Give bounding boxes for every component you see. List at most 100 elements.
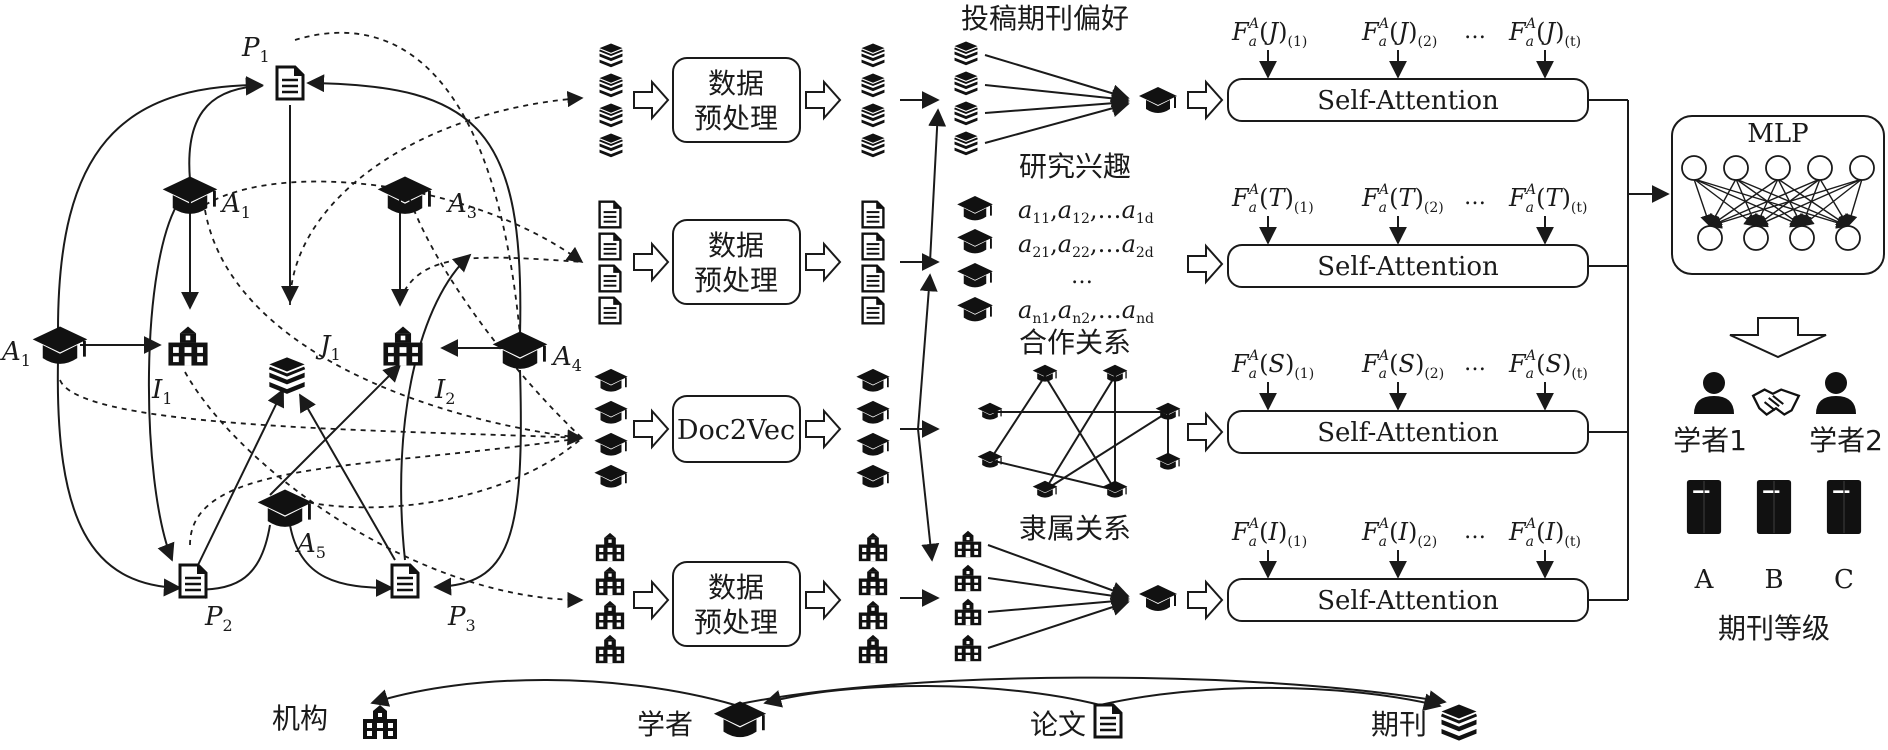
mlp-neuron — [1835, 225, 1861, 251]
edge-p3-j1 — [299, 393, 396, 561]
fat-arrow — [805, 79, 842, 121]
scholar-icon — [855, 464, 891, 489]
dash-a1b-scholars — [204, 209, 583, 439]
edge-a1-p1 — [57, 76, 264, 331]
attention-input-label: FaA(T)(t) — [1508, 182, 1587, 216]
mlp-neuron — [1789, 225, 1815, 251]
attention-input-label: FaA(S)(1) — [1231, 348, 1314, 382]
journal-icon — [267, 355, 307, 395]
scholar-icon — [161, 175, 219, 216]
handshake-icon — [1751, 388, 1801, 416]
paper-icon — [178, 563, 208, 599]
journal-grade-icon — [1826, 478, 1862, 536]
mlp-connection — [1735, 178, 1804, 227]
edge-a4-p1 — [306, 74, 522, 336]
attention-input-label: FaA(T)(1) — [1231, 182, 1314, 216]
attention-ellipsis: … — [1464, 351, 1486, 376]
node-label-a1: A1 — [0, 337, 31, 370]
scholar-icon — [376, 175, 434, 216]
journal-icon — [860, 102, 886, 128]
edge-a4-p3 — [433, 369, 522, 596]
mlp-connection — [1708, 178, 1821, 228]
person-icon — [1694, 372, 1734, 414]
attention-input-label: FaA(I)(t) — [1508, 516, 1581, 550]
paper-icon — [861, 264, 885, 293]
mlp-box — [1671, 115, 1885, 275]
attention-input-label: FaA(I)(2) — [1361, 516, 1437, 550]
paper-icon — [275, 65, 305, 101]
journal-icon — [860, 42, 886, 68]
journal-icon — [598, 72, 624, 98]
fan-arrows — [900, 91, 947, 607]
scholar-icon — [31, 325, 89, 366]
preprocess-label: 预处理 — [694, 102, 778, 135]
attention-input-label: FaA(S)(2) — [1361, 348, 1444, 382]
feature-title-collaboration: 合作关系 — [1019, 326, 1131, 359]
mlp-connection — [1801, 178, 1863, 227]
paper-icon — [598, 264, 622, 293]
mlp-block: MLP — [1671, 115, 1885, 275]
node-label-a4: A4 — [551, 342, 582, 375]
institution-icon — [168, 326, 208, 366]
attention-row-j: Self-AttentionFaA(J)(1)FaA(J)(2)FaA(J)(t… — [1227, 16, 1589, 122]
scholar-icon — [855, 368, 891, 393]
preprocess-box — [672, 561, 801, 647]
mlp-connection — [1777, 178, 1850, 227]
feature-title-journal-pref: 投稿期刊偏好 — [961, 2, 1129, 35]
edge-a5-p3 — [289, 524, 394, 597]
attention-input-label: FaA(J)(1) — [1231, 16, 1307, 50]
mlp-neuron — [1765, 155, 1791, 181]
journal-icon — [860, 132, 886, 158]
dash-i2-papers — [399, 256, 583, 301]
arrow — [984, 94, 1130, 114]
attention-rows: Self-AttentionFaA(J)(1)FaA(J)(2)FaA(J)(t… — [1227, 16, 1589, 622]
institution-icon — [595, 566, 625, 596]
edge-p2-j1 — [197, 388, 285, 566]
doc2vec-label: Doc2Vec — [677, 415, 795, 446]
collaboration-graph — [989, 375, 1169, 491]
scholar-icon — [956, 195, 994, 222]
node-label-p2: P2 — [204, 602, 233, 635]
dash-a1-scholars — [59, 379, 584, 446]
attention-input-label: FaA(T)(2) — [1361, 182, 1444, 216]
journal-icon — [598, 132, 624, 158]
arrow — [984, 54, 1130, 102]
journal-icon — [953, 130, 979, 156]
arrow — [917, 273, 938, 430]
arrow — [987, 544, 1130, 599]
institution-icon — [595, 532, 625, 562]
dash-j1-journals — [289, 91, 584, 306]
journal-grade-icon — [1686, 478, 1722, 536]
paper-icon — [861, 200, 885, 229]
mlp-connection — [1693, 178, 1758, 227]
preprocess-label: 预处理 — [694, 606, 778, 639]
node-label-i1: I1 — [151, 375, 172, 408]
legend-journal-label: 期刊 — [1371, 708, 1427, 741]
paper-icon — [1093, 703, 1123, 739]
fat-arrow — [805, 579, 842, 621]
legend-edge-paper-scholar — [763, 685, 1101, 708]
self-attention-label: Self-Attention — [1317, 418, 1499, 448]
journal-icon — [860, 72, 886, 98]
scholar-icon — [593, 368, 629, 393]
institution-icon — [954, 530, 982, 558]
attention-input-label: FaA(I)(1) — [1231, 516, 1307, 550]
scholar-icon — [956, 262, 994, 289]
scholar-icon — [593, 400, 629, 425]
mlp-connection — [1845, 178, 1863, 228]
grade-b-label: B — [1764, 565, 1783, 595]
paper-icon — [598, 200, 622, 229]
legend-edge-scholar-institution — [370, 679, 736, 707]
institution-icon — [858, 566, 888, 596]
interest-row: an1,an2,…and — [1018, 296, 1154, 327]
attention-input-label: FaA(J)(2) — [1361, 16, 1437, 50]
preprocess-label: 数据 — [708, 67, 764, 100]
person-icon — [1816, 372, 1856, 414]
node-label-a1b: A1 — [220, 189, 251, 222]
preprocess-label: 数据 — [708, 229, 764, 262]
fat-arrow — [805, 408, 842, 450]
fat-arrow — [805, 241, 842, 283]
arrow — [987, 592, 1130, 613]
journal-icon — [598, 102, 624, 128]
